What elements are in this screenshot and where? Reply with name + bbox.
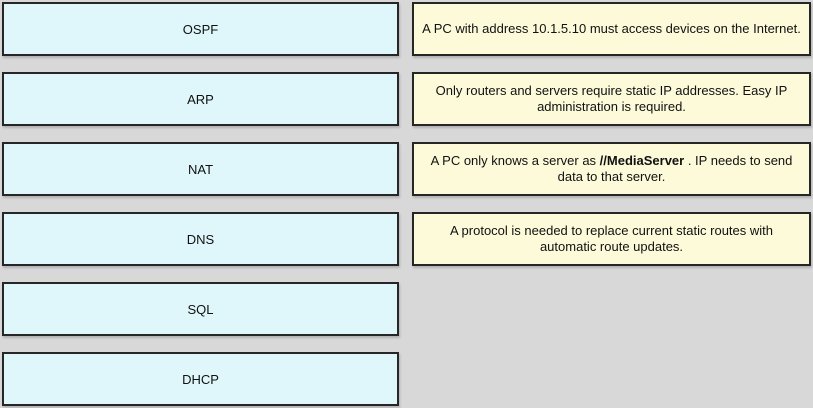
scenario-text: A PC only knows a server as //MediaServe… bbox=[430, 152, 793, 184]
protocol-label: NAT bbox=[187, 161, 214, 177]
protocol-box-dhcp[interactable]: DHCP bbox=[2, 352, 399, 406]
protocol-box-nat[interactable]: NAT bbox=[2, 142, 399, 196]
protocol-box-dns[interactable]: DNS bbox=[2, 212, 399, 266]
scenario-column: A PC with address 10.1.5.10 must access … bbox=[412, 2, 811, 266]
protocol-label: ARP bbox=[187, 91, 214, 107]
protocol-box-ospf[interactable]: OSPF bbox=[2, 2, 399, 56]
protocol-label: DHCP bbox=[182, 371, 219, 387]
scenario-box-mediaserver-name[interactable]: A PC only knows a server as //MediaServe… bbox=[412, 142, 811, 196]
protocol-box-sql[interactable]: SQL bbox=[2, 282, 399, 336]
scenario-text: Only routers and servers require static … bbox=[435, 82, 788, 114]
protocol-label: DNS bbox=[186, 231, 215, 247]
protocol-column: OSPF ARP NAT DNS SQL DHCP bbox=[2, 2, 399, 406]
scenario-box-internet-access[interactable]: A PC with address 10.1.5.10 must access … bbox=[412, 2, 811, 56]
protocol-label: OSPF bbox=[182, 21, 219, 37]
scenario-text: A protocol is needed to replace current … bbox=[449, 222, 773, 254]
mediaserver-bold-text: //MediaServer bbox=[599, 152, 685, 168]
scenario-box-easy-ip-administration[interactable]: Only routers and servers require static … bbox=[412, 72, 811, 126]
scenario-box-automatic-route-updates[interactable]: A protocol is needed to replace current … bbox=[412, 212, 811, 266]
protocol-label: SQL bbox=[187, 301, 214, 317]
scenario-text: A PC with address 10.1.5.10 must access … bbox=[422, 20, 801, 36]
protocol-box-arp[interactable]: ARP bbox=[2, 72, 399, 126]
